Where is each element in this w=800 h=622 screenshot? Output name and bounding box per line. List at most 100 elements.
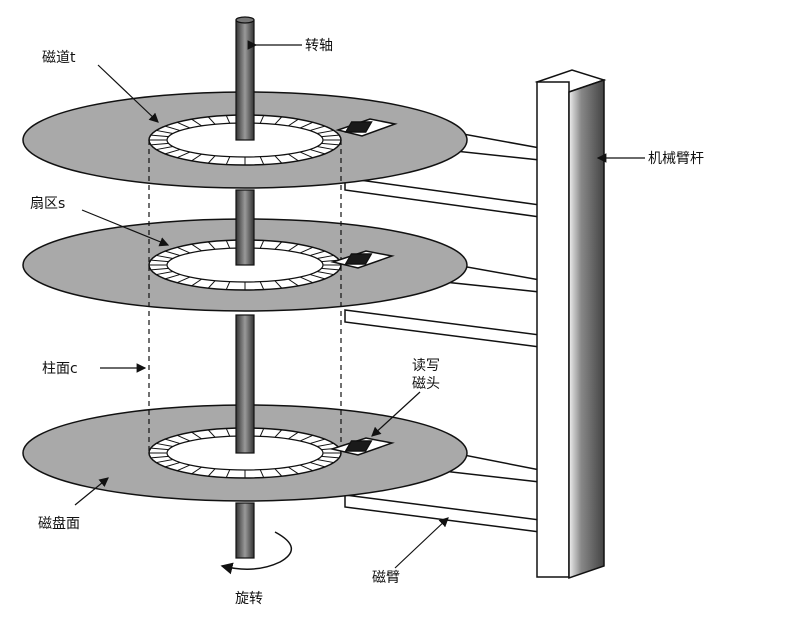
sector-tick [156, 442, 174, 447]
sector-tick [165, 273, 181, 280]
sector-tick [274, 116, 283, 125]
sector-tick [207, 429, 216, 438]
sector-tick [176, 276, 191, 284]
sector-tick [225, 428, 231, 437]
label-sector: 扇区s [30, 196, 65, 212]
sector-tick [150, 259, 169, 263]
label-arm-post: 机械臂杆 [648, 151, 704, 167]
leader-head [371, 391, 421, 437]
sector-ticks-mid [149, 240, 341, 290]
sector-tick [225, 156, 231, 165]
arm-post-side [568, 78, 605, 580]
sector-tick [316, 459, 334, 464]
sector-tick [316, 254, 334, 259]
sector-tick [259, 115, 265, 124]
rw-head-top [344, 121, 373, 133]
sector-tick [259, 428, 265, 437]
arm-post [534, 69, 607, 580]
sector-tick [316, 442, 334, 447]
sector-tick [156, 254, 174, 259]
label-arm: 磁臂 [372, 570, 400, 586]
label-track: 磁道t [42, 50, 76, 66]
sector-tick [165, 461, 181, 468]
sector-tick [191, 243, 202, 252]
sector-tick [321, 267, 340, 271]
sector-tick [191, 466, 202, 475]
labels: 转轴 磁道t 扇区s 柱面c 读写 磁头 磁盘面 磁臂 机械臂杆 旋转 [30, 38, 704, 607]
sector-tick [274, 155, 283, 164]
sector-tick [165, 438, 181, 445]
sector-tick [165, 148, 181, 155]
sector-tick [176, 246, 191, 254]
sector-tick [191, 118, 202, 127]
spindle-seg-4 [235, 502, 255, 559]
sector-tick [207, 280, 216, 289]
rw-head-bot [344, 440, 373, 452]
sector-tick [191, 153, 202, 162]
sector-ticks-top [149, 115, 341, 165]
sector-tick [309, 148, 325, 155]
sector-tick [259, 156, 265, 165]
sector-tick [288, 466, 299, 475]
sector-tick [316, 129, 334, 134]
sector-tick [259, 469, 265, 478]
sector-tick [225, 115, 231, 124]
sector-tick [176, 151, 191, 159]
sector-tick [225, 240, 231, 249]
spindle-seg-3 [235, 314, 255, 454]
leader-lines [74, 40, 645, 569]
sector-tick [207, 116, 216, 125]
sector-tick [288, 243, 299, 252]
label-rw-head-line1: 读写 [412, 357, 440, 374]
leader-track [97, 64, 159, 123]
sector-tick [259, 281, 265, 290]
sector-tick [299, 434, 314, 442]
head-group [329, 118, 398, 456]
sector-tick [309, 273, 325, 280]
sector-tick [150, 267, 169, 271]
sector-tick [274, 468, 283, 477]
rw-head-mid [344, 253, 373, 265]
sector-tick [321, 134, 340, 138]
spindle-top-cap [235, 16, 255, 24]
leader-surface [74, 477, 109, 506]
sector-tick [309, 250, 325, 257]
sector-tick [150, 455, 169, 459]
rotation-arrow [220, 531, 292, 575]
sector-tick [191, 278, 202, 287]
sector-tick [321, 455, 340, 459]
sector-tick [156, 129, 174, 134]
sector-tick [274, 429, 283, 438]
leader-sector [81, 209, 170, 247]
sector-tick [316, 146, 334, 151]
label-rw-head-line2: 磁头 [412, 376, 440, 392]
cylinder-lines [148, 140, 342, 453]
spindle [235, 16, 255, 559]
sector-tick [288, 153, 299, 162]
sector-tick [299, 464, 314, 472]
sector-tick [274, 241, 283, 250]
arm-mid-lower [344, 309, 541, 348]
arm-post-front [536, 81, 570, 578]
sector-tick [156, 146, 174, 151]
sector-tick [207, 241, 216, 250]
sector-tick [299, 151, 314, 159]
sector-tick [156, 271, 174, 276]
sector-tick [321, 142, 340, 146]
sector-tick [299, 121, 314, 129]
sector-tick [259, 240, 265, 249]
sector-tick [176, 121, 191, 129]
sector-tick [150, 134, 169, 138]
sector-tick [150, 142, 169, 146]
sector-tick [288, 278, 299, 287]
sector-tick [165, 250, 181, 257]
arm-top-lower [344, 177, 541, 218]
sector-tick [299, 246, 314, 254]
sector-tick [191, 431, 202, 440]
label-spindle: 转轴 [305, 38, 333, 54]
leader-arm [394, 517, 449, 569]
sector-tick [176, 434, 191, 442]
sector-tick [225, 281, 231, 290]
